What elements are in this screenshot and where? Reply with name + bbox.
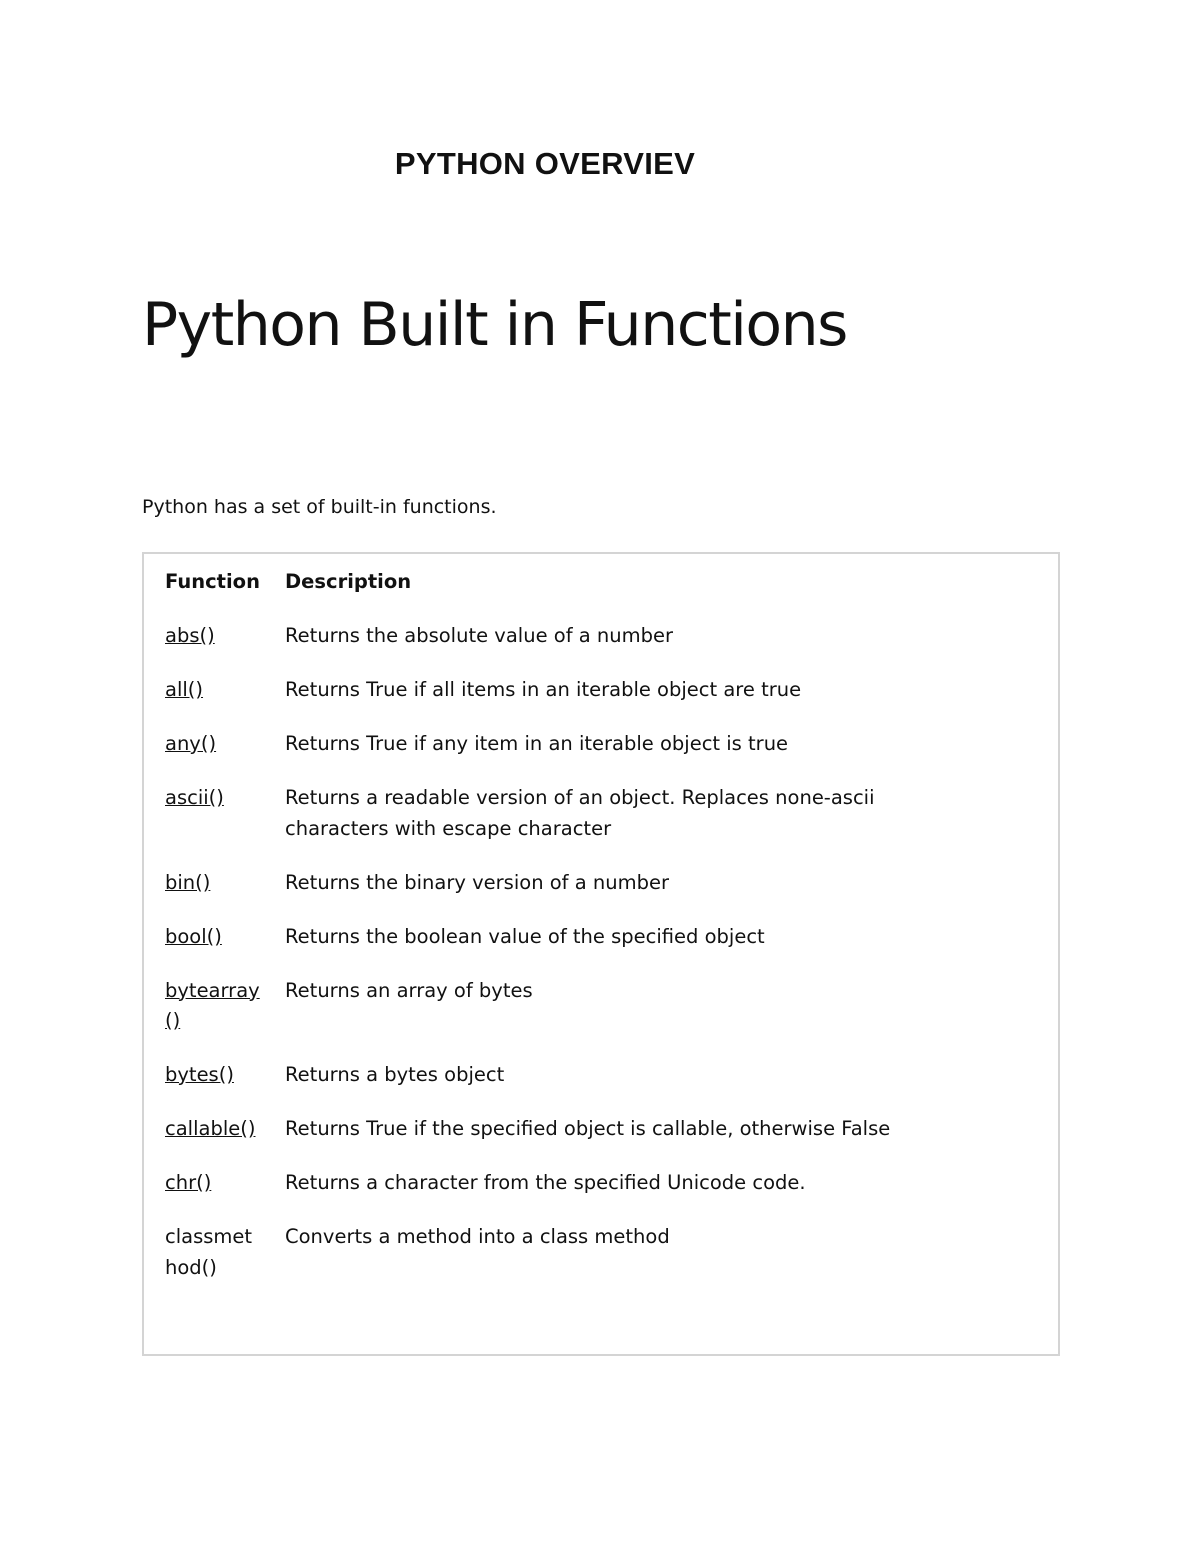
table-row: any() Returns True if any item in an iter… xyxy=(165,729,1058,783)
header-function: Function xyxy=(165,570,260,593)
table-row: bytes() Returns a bytes object xyxy=(165,1060,1058,1114)
function-description: Converts a method into a class method xyxy=(285,1225,670,1248)
table-row: callable() Returns True if the specified … xyxy=(165,1114,1058,1168)
function-description: Returns True if the specified object is … xyxy=(285,1117,891,1140)
table-row: classmethod() Converts a method into a cl… xyxy=(165,1222,1058,1307)
table-row: abs() Returns the absolute value of a num… xyxy=(165,621,1058,675)
function-description: Returns the binary version of a number xyxy=(285,870,669,894)
intro-text: Python has a set of built-in functions. xyxy=(142,496,497,518)
function-link[interactable]: all() xyxy=(165,678,204,701)
table-row: bytearray() Returns an array of bytes xyxy=(165,976,1058,1061)
function-description: Returns the absolute value of a number xyxy=(285,624,674,647)
table-row: chr() Returns a character from the specif… xyxy=(165,1168,1058,1222)
functions-table: Function Description abs() Returns the ab… xyxy=(142,552,1060,1356)
function-description: Returns the boolean value of the specifi… xyxy=(285,924,765,948)
function-link[interactable]: abs() xyxy=(165,624,215,647)
function-description: Returns an array of bytes xyxy=(285,978,533,1002)
function-link[interactable]: bin() xyxy=(165,870,211,894)
function-name: classmethod() xyxy=(165,1225,253,1279)
table-row: bin() Returns the binary version of a num… xyxy=(165,868,1058,922)
function-link[interactable]: bytearray() xyxy=(165,978,260,1033)
function-description: Returns True if all items in an iterable… xyxy=(285,678,802,701)
function-description: Returns a character from the specified U… xyxy=(285,1171,806,1194)
function-link[interactable]: bool() xyxy=(165,924,222,948)
function-description: Returns a bytes object xyxy=(285,1063,505,1086)
function-link[interactable]: callable() xyxy=(165,1117,256,1140)
table-row: bool() Returns the boolean value of the s… xyxy=(165,922,1058,976)
table-row: ascii() Returns a readable version of an … xyxy=(165,783,1058,868)
function-link[interactable]: ascii() xyxy=(165,786,224,809)
function-description: Returns True if any item in an iterable … xyxy=(285,732,789,755)
function-link[interactable]: any() xyxy=(165,732,217,755)
page-heading: Python Built in Functions xyxy=(142,290,848,360)
function-link[interactable]: chr() xyxy=(165,1171,212,1194)
function-description: Returns a readable version of an object.… xyxy=(285,786,875,840)
header-description: Description xyxy=(285,570,412,593)
table-row: all() Returns True if all items in an ite… xyxy=(165,675,1058,729)
document-title: PYTHON OVERVIEV xyxy=(394,146,696,181)
table-header-row: Function Description xyxy=(165,567,1058,621)
function-link[interactable]: bytes() xyxy=(165,1063,234,1086)
